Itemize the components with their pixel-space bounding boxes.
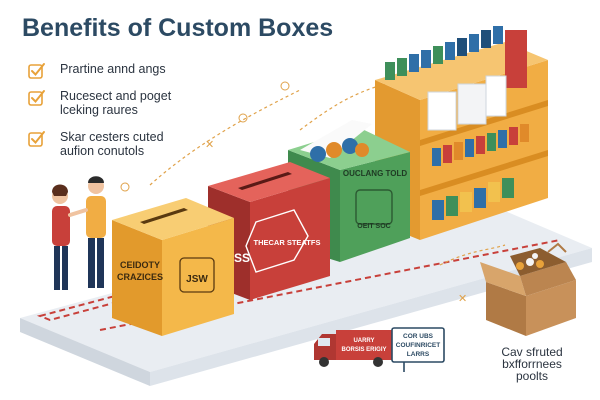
caption-line: poolts xyxy=(515,369,549,383)
benefit-item: Prartine annd angs xyxy=(28,62,218,79)
dot-icon xyxy=(238,113,248,123)
bottom-caption: Cav sfruted bxfforrnees poolts xyxy=(476,346,588,382)
benefit-text: Skar cesters cuted xyxy=(60,130,164,144)
page-title: Benefits of Custom Boxes xyxy=(22,14,334,42)
checkbox-icon xyxy=(28,63,45,79)
dot-icon xyxy=(120,182,130,192)
flow-path xyxy=(149,89,301,186)
benefit-item: Rucesect and poget lceking raures xyxy=(28,89,218,117)
flow-path xyxy=(299,79,401,131)
benefit-text: Rucesect and poget xyxy=(60,89,172,103)
caption-line: Cav sfruted xyxy=(501,345,563,359)
yellow-box-side-label: JSW xyxy=(186,274,208,285)
flow-path xyxy=(439,244,506,266)
checkbox-icon xyxy=(28,90,45,106)
open-cardboard-box xyxy=(480,242,576,336)
yellow-box xyxy=(112,198,234,336)
sign-label: LARRS xyxy=(407,351,430,358)
green-box-stamp: OEIT SOC xyxy=(357,223,390,230)
checkbox-icon xyxy=(28,131,45,147)
delivery-truck xyxy=(314,327,445,372)
benefit-item: Skar cesters cuted aufion conutols xyxy=(28,130,218,158)
green-box-label: OUCLANG TOLD xyxy=(343,169,408,178)
truck-label: BORSIS ERIGIY xyxy=(341,347,386,353)
truck-label: UARRY xyxy=(353,338,374,344)
yellow-box-label: CRAZICES xyxy=(117,272,163,282)
benefit-text: Prartine annd angs xyxy=(60,62,166,76)
dot-icon xyxy=(280,81,290,91)
red-box-label: THECAR STEATFS xyxy=(254,238,321,247)
sign-label: COR UBS xyxy=(403,333,434,340)
sign-label: COUFINRICET xyxy=(396,342,440,349)
cross-icon: ✕ xyxy=(205,139,214,151)
people-illustration xyxy=(52,176,106,290)
yellow-box-label: CEIDOTY xyxy=(120,260,160,270)
caption-line: bxfforrnees xyxy=(502,357,562,371)
benefit-text: aufion conutols xyxy=(60,144,145,158)
cross-icon: ✕ xyxy=(458,293,467,305)
benefit-text: lceking raures xyxy=(60,103,138,117)
benefit-checklist: Prartine annd angs Rucesect and poget lc… xyxy=(28,62,218,171)
